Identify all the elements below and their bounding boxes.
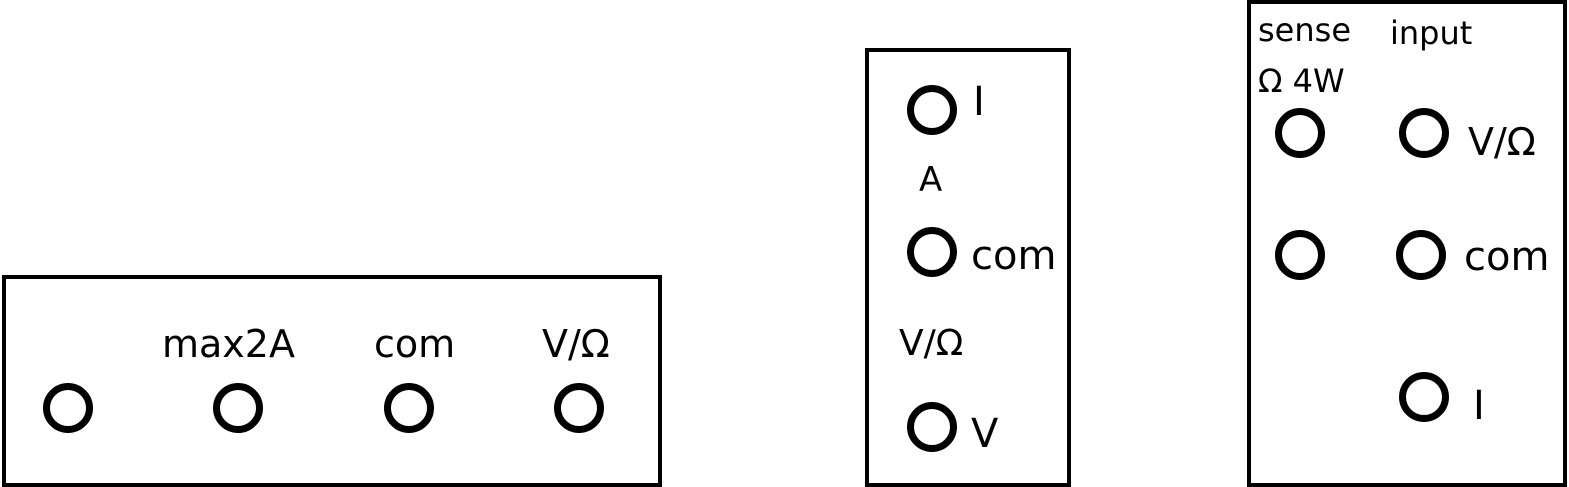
front-panel-vertical-right: sense Ω 4W input V/Ω com I [1247,0,1567,487]
label-sense: sense [1258,11,1351,49]
jack-sense-low [1275,230,1325,280]
jack-input-v-ohm [1399,108,1449,158]
label-a: A [919,160,943,200]
jack-com [907,227,957,277]
label-com: com [374,322,456,366]
label-max2a: max2A [162,322,295,366]
label-v-ohm: V/Ω [899,323,964,364]
label-i: I [973,79,985,125]
label-v-ohm: V/Ω [542,322,610,366]
label-i: I [1473,383,1485,429]
label-input: input [1390,14,1473,52]
jack-voltage [907,402,957,452]
jack-current [907,85,957,135]
jack-max2a [213,383,263,433]
label-ohm-4w: Ω 4W [1258,62,1345,100]
front-panel-horizontal: max2A com V/Ω [2,275,662,487]
jack-sense-high [1275,108,1325,158]
jack-unlabeled [43,383,93,433]
jack-input-current [1399,372,1449,422]
jack-input-com [1396,230,1446,280]
jack-com [384,383,434,433]
front-panel-vertical-middle: I A com V/Ω V [865,48,1071,487]
label-v: V [971,411,999,457]
label-v-ohm: V/Ω [1468,120,1536,164]
label-com: com [971,233,1057,279]
jack-v-ohm [554,383,604,433]
label-com: com [1464,234,1550,280]
